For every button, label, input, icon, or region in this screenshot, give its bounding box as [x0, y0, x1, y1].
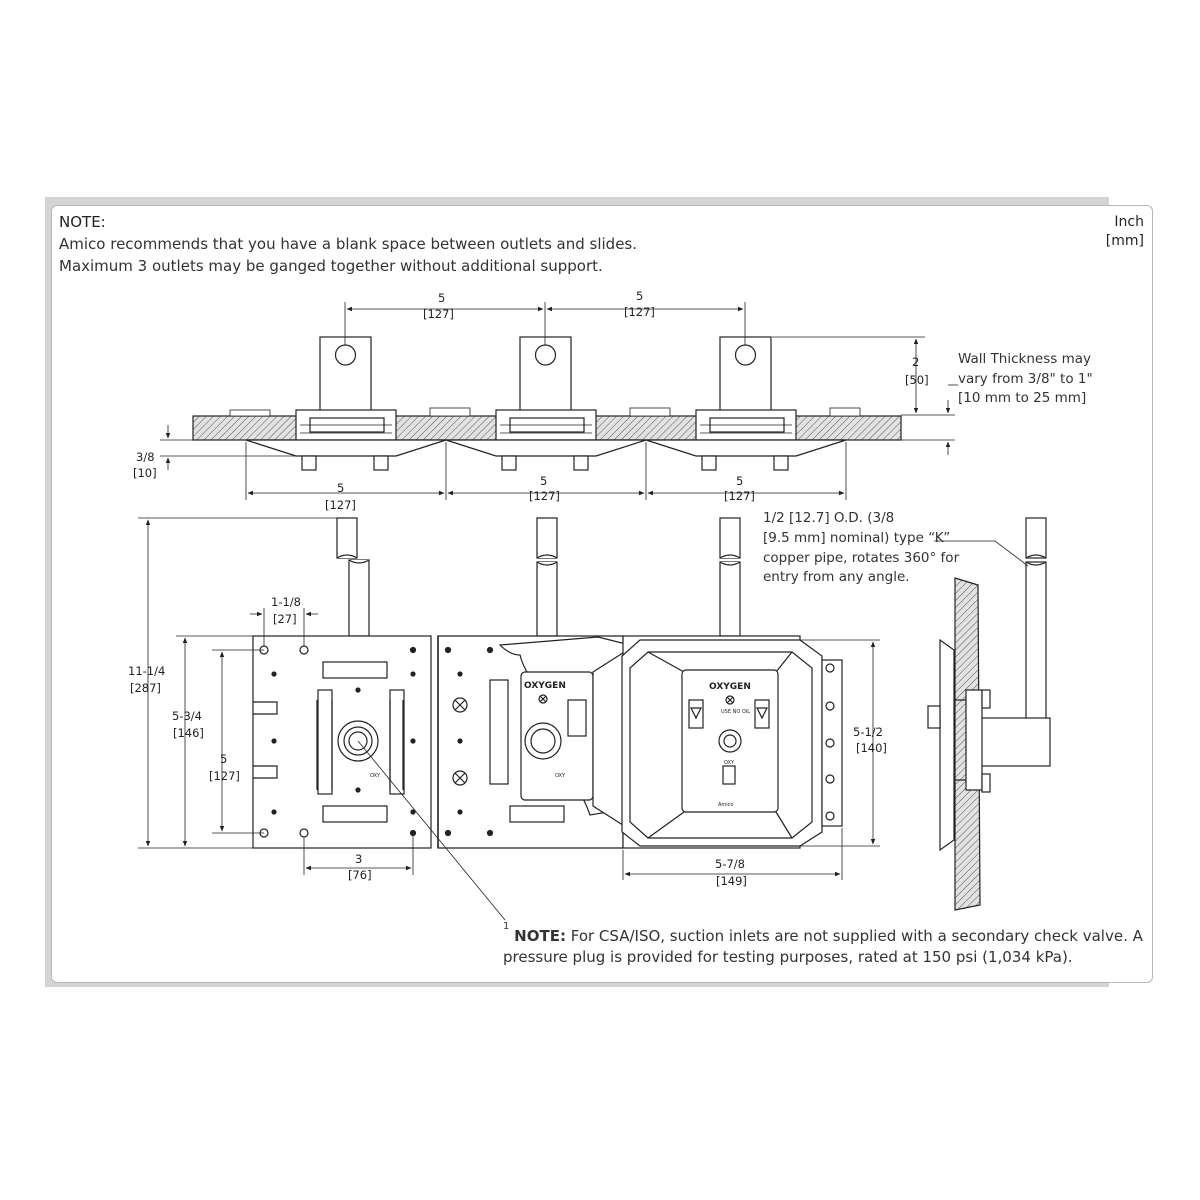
faceplate-tag: OXY: [724, 760, 735, 766]
dim-plate-c: 5: [736, 474, 743, 488]
dim-frame: 5-3/4: [172, 709, 202, 723]
dim-plate-c-mm: [127]: [724, 489, 755, 503]
mounting-plate-1: [252, 635, 432, 849]
footnote-marker: 1: [503, 921, 510, 932]
front-view-labels: 11-1/4 [287] 1-1/8 [27] 5-3/4 [146] 5 [1…: [128, 595, 887, 888]
note-line-1: Amico recommends that you have a blank s…: [59, 235, 638, 253]
faceplate-side-2: [445, 439, 647, 457]
dim-hole-offset: 1-1/8: [271, 595, 301, 609]
footnote-label: NOTE:: [514, 927, 566, 945]
outlet-stub-1: [319, 336, 372, 417]
dim-top-b: 5: [636, 289, 643, 303]
faceplate-side-3: [645, 439, 847, 457]
dim-top-a-mm: [127]: [423, 307, 454, 321]
dim-faceplate-h-mm: [140]: [856, 741, 887, 755]
dim-top-b-mm: [127]: [624, 305, 655, 319]
dim-hole-h: 3: [355, 852, 362, 866]
footnote-text-1: For CSA/ISO, suction inlets are not supp…: [565, 927, 1143, 945]
dim-proj-mm: [10]: [133, 466, 157, 480]
oxygen-label-1: OXYGEN: [524, 681, 566, 691]
oxy-label-2: OXY: [555, 773, 566, 779]
unit-inch: Inch: [1114, 214, 1144, 230]
dim-stub-mm: [50]: [905, 373, 929, 387]
wall-note-line-2: vary from 3/8" to 1": [958, 371, 1093, 387]
dim-faceplate-h: 5-1/2: [853, 725, 883, 739]
dim-hole-h-mm: [76]: [348, 868, 372, 882]
dim-plate-a-mm: [127]: [325, 498, 356, 512]
faceplate-3: [621, 635, 843, 849]
note-line-2: Maximum 3 outlets may be ganged together…: [59, 257, 603, 275]
pipe-note-line-1: 1/2 [12.7] O.D. (3/8: [763, 510, 895, 526]
faceplate-small-text: USE NO OIL: [721, 709, 750, 715]
dim-proj: 3/8: [136, 450, 155, 464]
dim-top-a: 5: [438, 291, 445, 305]
dim-hole-offset-mm: [27]: [273, 612, 297, 626]
pipes: [336, 517, 741, 637]
dim-hole-v: 5: [220, 752, 227, 766]
oxygen-label-2: OXYGEN: [709, 682, 751, 692]
footnote-line-2: pressure plug is provided for testing pu…: [503, 948, 1073, 966]
dim-faceplate-w: 5-7/8: [715, 857, 745, 871]
side-view: [927, 517, 1051, 911]
unit-mm: [mm]: [1105, 233, 1144, 249]
dim-plate-b-mm: [127]: [529, 489, 560, 503]
dim-hole-v-mm: [127]: [209, 769, 240, 783]
oxy-label-1: OXY: [370, 773, 381, 779]
dim-plate-b: 5: [540, 474, 547, 488]
top-view: [160, 302, 958, 500]
wall-note-line-1: Wall Thickness may: [958, 351, 1091, 367]
dim-frame-mm: [146]: [173, 726, 204, 740]
note-heading: NOTE:: [59, 213, 106, 231]
dim-plate-a: 5: [337, 481, 344, 495]
outlet-stub-3: [719, 336, 772, 417]
dim-faceplate-w-mm: [149]: [716, 874, 747, 888]
pipe-note-line-4: entry from any angle.: [763, 569, 910, 585]
dim-stub: 2: [912, 355, 919, 369]
pipe-note-line-2: [9.5 mm] nominal) type “K”: [763, 530, 951, 546]
front-view: [138, 517, 880, 921]
faceplate-side-1: [245, 439, 447, 457]
brand-logo: Amico: [718, 802, 734, 808]
top-dimension-labels: 5 [127] 5 [127] 2 [50] 3/8 [10] 5 [127] …: [133, 289, 929, 512]
footnote-line-1: 1 NOTE: For CSA/ISO, suction inlets are …: [503, 921, 1143, 945]
pipe-note-line-3: copper pipe, rotates 360° for: [763, 550, 960, 566]
mounting-plate-2: [437, 635, 641, 849]
dim-overall-mm: [287]: [130, 681, 161, 695]
wall-note-line-3: [10 mm to 25 mm]: [958, 390, 1087, 406]
dim-overall: 11-1/4: [128, 664, 165, 678]
outlet-stub-2: [519, 336, 572, 417]
